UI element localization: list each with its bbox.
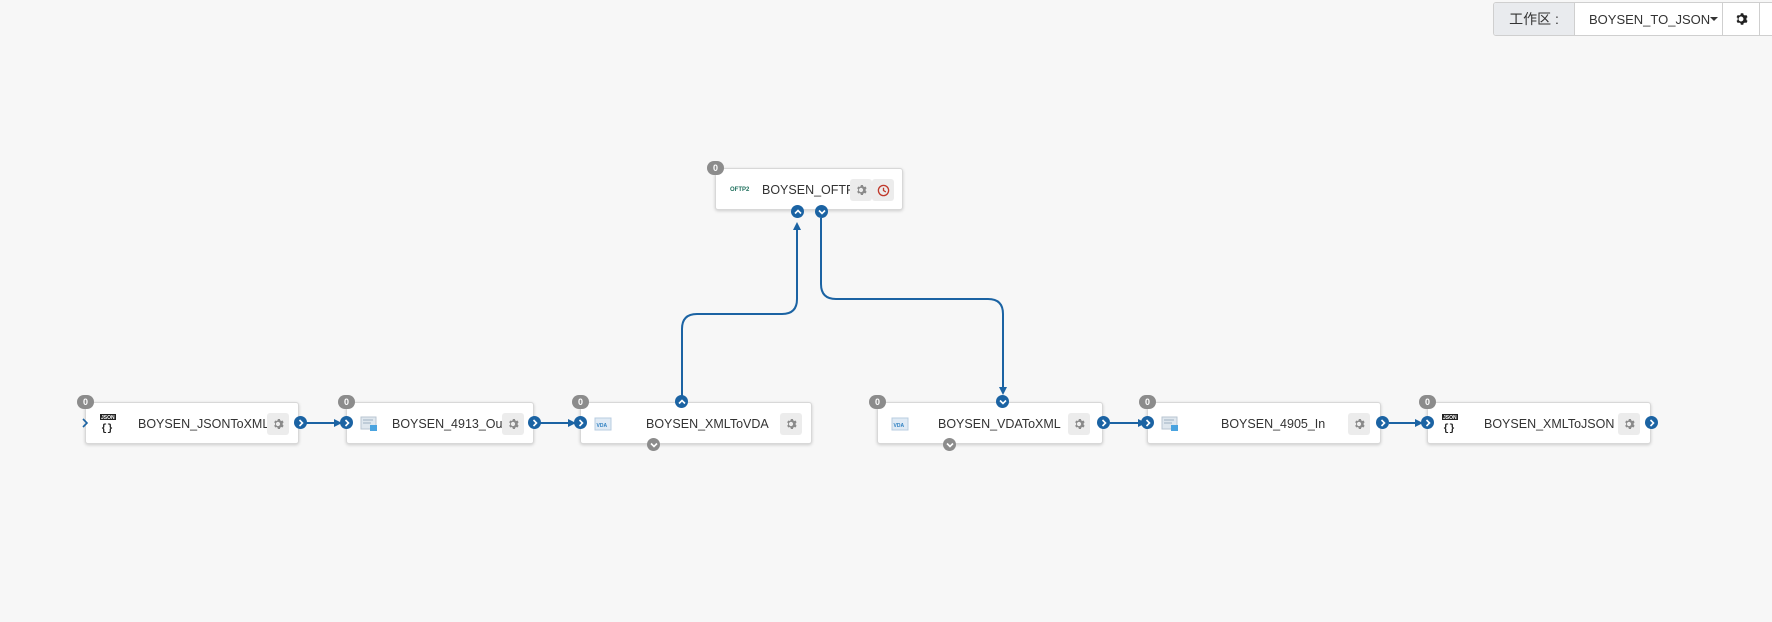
workspace-label: 工作区 : [1494,3,1575,35]
node-boysen-xmltojson[interactable]: JSON {} BOYSEN_XMLToJSON [1427,402,1651,444]
xmltojson-input-port[interactable] [1421,416,1434,429]
chevron-right-icon [532,418,538,427]
svg-text:VDA: VDA [894,423,905,429]
message-count-badge: 0 [1139,395,1156,409]
gear-icon [274,419,284,429]
4905in-output-port[interactable] [1376,416,1389,429]
document-icon [360,416,378,437]
node-boysen-4905-in[interactable]: BOYSEN_4905_In [1147,402,1381,444]
json-file-icon: JSON {} [99,414,117,439]
svg-text:VDA: VDA [597,423,608,429]
chevron-right-icon [1649,418,1655,427]
node-name: BOYSEN_VDAToXML [938,417,1061,431]
chevron-right-icon [1425,418,1431,427]
vdatoxml-aux-port-down[interactable] [943,438,956,451]
node-settings-button[interactable] [1348,413,1370,435]
caret-down-icon [1710,17,1719,21]
json-file-icon: JSON {} [1441,414,1459,439]
node-settings-button[interactable] [780,413,802,435]
chevron-up-icon [793,208,802,214]
node-settings-button[interactable] [850,179,872,201]
svg-text:{}: {} [1443,423,1455,434]
workspace-select[interactable]: BOYSEN_TO_JSON [1575,3,1723,35]
node-name: BOYSEN_JSONToXML [138,417,270,431]
gear-icon [1075,419,1085,429]
message-count-badge: 0 [572,395,589,409]
svg-text:{}: {} [101,423,113,434]
xmltovda-output-port-up[interactable] [675,395,688,408]
gear-icon [509,419,519,429]
connector-oftp-to-vdatoxml [820,218,1007,395]
chevron-right-icon [578,418,584,427]
node-name: BOYSEN_XMLToJSON [1484,417,1615,431]
oftp-input-port-up[interactable] [791,205,804,218]
message-count-badge: 0 [707,161,724,175]
gear-icon [1625,419,1635,429]
gear-icon [857,185,867,195]
chevron-down-icon [649,442,658,448]
chevron-down-icon [945,442,954,448]
message-count-badge: 0 [1419,395,1436,409]
vdatoxml-input-port-down[interactable] [996,395,1009,408]
message-count-badge: 0 [338,395,355,409]
document-icon [1161,416,1179,437]
4913out-input-port[interactable] [340,416,353,429]
message-count-badge: 0 [869,395,886,409]
node-boysen-jsontoxml[interactable]: JSON {} BOYSEN_JSONToXML [85,402,299,444]
4913out-output-port[interactable] [528,416,541,429]
4905in-input-port[interactable] [1141,416,1154,429]
node-name: BOYSEN_OFTP [762,183,855,197]
node-settings-button[interactable] [502,413,524,435]
chevron-down-icon [998,399,1007,405]
node-boysen-vdatoxml[interactable]: VDA BOYSEN_VDAToXML [877,402,1103,444]
jsontoxml-input-port[interactable] [79,416,91,430]
node-settings-button[interactable] [267,413,289,435]
chevron-right-icon [344,418,350,427]
node-name: BOYSEN_4913_Out [392,417,506,431]
xmltojson-output-port[interactable] [1645,416,1658,429]
chevron-up-icon [677,398,686,404]
chevron-right-icon [298,418,304,427]
gear-icon [787,419,797,429]
node-name: BOYSEN_XMLToVDA [646,417,769,431]
xmltovda-aux-port-down[interactable] [647,438,660,451]
node-name: BOYSEN_4905_In [1221,417,1326,431]
workspace-settings-button[interactable] [1723,3,1760,35]
node-boysen-oftp[interactable]: OFTP2 BOYSEN_OFTP [715,168,903,210]
xmltovda-input-port[interactable] [574,416,587,429]
node-settings-button[interactable] [1618,413,1640,435]
node-settings-button[interactable] [1068,413,1090,435]
message-count-badge: 0 [77,395,94,409]
gear-icon [1736,13,1748,25]
vda-icon: VDA [594,416,612,437]
chevron-right-icon [1101,418,1107,427]
chevron-right-icon [1145,418,1151,427]
connector-xmltovda-to-oftp [681,222,801,401]
workspace-bar: 工作区 : BOYSEN_TO_JSON [1493,2,1772,36]
chevron-right-icon [1380,418,1386,427]
node-schedule-button[interactable] [872,179,894,201]
clock-icon [877,184,889,196]
svg-text:OFTP2: OFTP2 [730,187,750,193]
chevron-down-icon [817,209,826,215]
vdatoxml-output-port[interactable] [1097,416,1110,429]
svg-text:JSON: JSON [101,415,115,421]
vda-icon: VDA [891,416,909,437]
chevron-right-icon [82,418,89,428]
gear-icon [1355,419,1365,429]
node-boysen-xmltovda[interactable]: VDA BOYSEN_XMLToVDA [580,402,812,444]
oftp-logo-icon: OFTP2 [730,182,754,201]
oftp-output-port-down[interactable] [815,205,828,218]
node-boysen-4913-out[interactable]: BOYSEN_4913_Out [346,402,534,444]
jsontoxml-output-port[interactable] [294,416,307,429]
svg-text:JSON: JSON [1443,415,1457,421]
workspace-select-value: BOYSEN_TO_JSON [1589,11,1711,27]
